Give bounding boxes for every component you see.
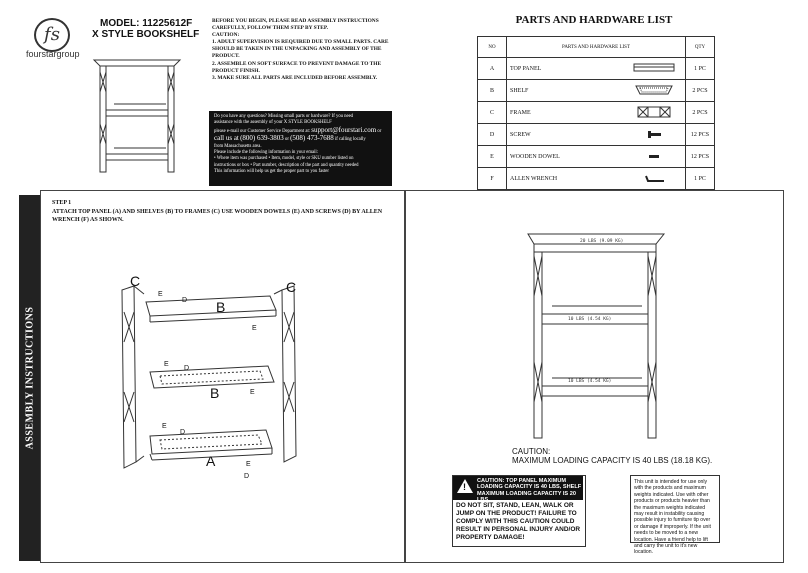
capacity-diagram: 20 LBS (9.09 KG) 10 LBS (4.54 KG) 10 LBS… bbox=[527, 233, 666, 439]
step-description: ATTACH TOP PANEL (A) AND SHELVES (B) TO … bbox=[52, 209, 383, 223]
frame-icon bbox=[623, 101, 686, 124]
warning-box bbox=[452, 475, 586, 547]
table-row: A TOP PANEL 1 PC bbox=[477, 57, 715, 80]
step-panel bbox=[40, 190, 406, 563]
shelf2-capacity-label: 10 LBS (4.54 KG) bbox=[568, 378, 611, 384]
help-line: Please include the following information… bbox=[214, 150, 319, 156]
help-line: please e-mail our Customer Service Depar… bbox=[214, 125, 382, 134]
label-e: E bbox=[164, 361, 169, 368]
col-qty: QTY bbox=[685, 36, 715, 58]
capacity-max-text: MAXIMUM LOADING CAPACITY IS 40 LBS (18.1… bbox=[512, 456, 713, 465]
capacity-panel bbox=[404, 190, 784, 563]
label-d: D bbox=[184, 365, 189, 372]
label-a: A bbox=[206, 453, 216, 469]
instruction-item: 1. ADULT SUPERVISION IS REQUIRED DUE TO … bbox=[212, 39, 389, 60]
label-d: D bbox=[182, 297, 187, 304]
instructions-intro: BEFORE YOU BEGIN, PLEASE READ ASSEMBLY I… bbox=[212, 18, 379, 32]
support-email[interactable]: support@fourstari.com bbox=[311, 125, 377, 134]
dowel-icon bbox=[623, 145, 686, 168]
caution-label: CAUTION: bbox=[212, 32, 240, 39]
label-e: E bbox=[246, 461, 251, 468]
help-line: call us at (800) 639-3803 or (508) 473-7… bbox=[214, 134, 366, 143]
bookshelf-thumbnail bbox=[92, 59, 182, 173]
usage-note: This unit is intended for use only with … bbox=[630, 475, 720, 555]
model-number: MODEL: 11225612F bbox=[100, 18, 193, 29]
shelf-icon bbox=[623, 79, 686, 102]
warning-head-line: MAXIMUM LOADING CAPACITY IS 20 LBS bbox=[477, 490, 576, 503]
parts-list-title: PARTS AND HARDWARE LIST bbox=[515, 14, 673, 26]
label-b-top: B bbox=[216, 299, 225, 315]
label-e: E bbox=[250, 389, 255, 396]
screw-icon bbox=[623, 123, 686, 146]
help-line: assistance with the assembly of your X S… bbox=[214, 120, 332, 126]
help-line: instructions or box • Part number, descr… bbox=[214, 162, 359, 168]
parts-table: NO PARTS AND HARDWARE LIST QTY A TOP PAN… bbox=[477, 36, 715, 190]
warning-header: CAUTION: TOP PANEL MAXIMUM LOADING CAPAC… bbox=[453, 476, 583, 503]
capacity-caution-label: CAUTION: bbox=[512, 447, 551, 456]
instruction-item: 2. ASSEMBLE ON SOFT SURFACE TO PREVENT D… bbox=[212, 60, 382, 74]
help-line: Do you have any questions? Missing small… bbox=[214, 114, 354, 119]
label-c-left: C bbox=[130, 273, 140, 289]
panel-icon bbox=[623, 57, 686, 80]
help-line: from Massachusetts area. bbox=[214, 143, 262, 149]
support-phone[interactable]: (800) 639-3803 bbox=[240, 134, 284, 143]
table-row: C FRAME 2 PCS bbox=[477, 101, 715, 124]
help-line: • Where item was purchased • Item, model… bbox=[214, 156, 354, 162]
product-title: X STYLE BOOKSHELF bbox=[92, 29, 200, 40]
col-no: NO bbox=[477, 36, 507, 58]
col-parts: PARTS AND HARDWARE LIST bbox=[506, 36, 686, 58]
warning-icon bbox=[457, 479, 473, 493]
brand-logo-icon: fs bbox=[34, 18, 70, 52]
assembly-diagram: C C B B A D D D D E E E E E E bbox=[121, 273, 297, 480]
label-c-right: C bbox=[286, 279, 296, 295]
shelf1-capacity-label: 10 LBS (4.54 KG) bbox=[568, 316, 611, 322]
label-d: D bbox=[180, 429, 185, 436]
side-label: ASSEMBLY INSTRUCTIONS bbox=[24, 306, 35, 450]
table-row: E WOODEN DOWEL 12 PCS bbox=[477, 145, 715, 168]
table-header-row: NO PARTS AND HARDWARE LIST QTY bbox=[477, 36, 715, 58]
step-title: STEP 1 bbox=[52, 200, 72, 206]
instructions-block: BEFORE YOU BEGIN, PLEASE READ ASSEMBLY I… bbox=[212, 18, 402, 82]
label-e: E bbox=[162, 423, 167, 430]
instruction-item: 3. MAKE SURE ALL PARTS ARE INCLUDED BEFO… bbox=[212, 74, 378, 81]
warning-head-line: LOADING CAPACITY IS 40 LBS, SHELF bbox=[477, 484, 582, 491]
table-row: F ALLEN WRENCH 1 PC bbox=[477, 167, 715, 190]
table-row: B SHELF 2 PCS bbox=[477, 79, 715, 102]
support-phone-local[interactable]: (508) 473-7688 bbox=[290, 134, 334, 143]
customer-service-box: Do you have any questions? Missing small… bbox=[209, 111, 392, 186]
warning-body: DO NOT SIT, STAND, LEAN, WALK OR JUMP ON… bbox=[456, 502, 581, 541]
label-e: E bbox=[252, 325, 257, 332]
help-line: This information will help us get the pr… bbox=[214, 169, 329, 175]
table-row: D SCREW 12 PCS bbox=[477, 123, 715, 146]
side-label-bar: ASSEMBLY INSTRUCTIONS bbox=[19, 195, 40, 561]
wrench-icon bbox=[623, 167, 686, 190]
brand-name: fourstargroup bbox=[26, 49, 80, 59]
label-b-mid: B bbox=[210, 385, 219, 401]
top-capacity-label: 20 LBS (9.09 KG) bbox=[580, 238, 623, 244]
warning-head-line: CAUTION: TOP PANEL MAXIMUM bbox=[477, 478, 567, 484]
label-d: D bbox=[244, 473, 249, 480]
label-e: E bbox=[158, 291, 163, 298]
